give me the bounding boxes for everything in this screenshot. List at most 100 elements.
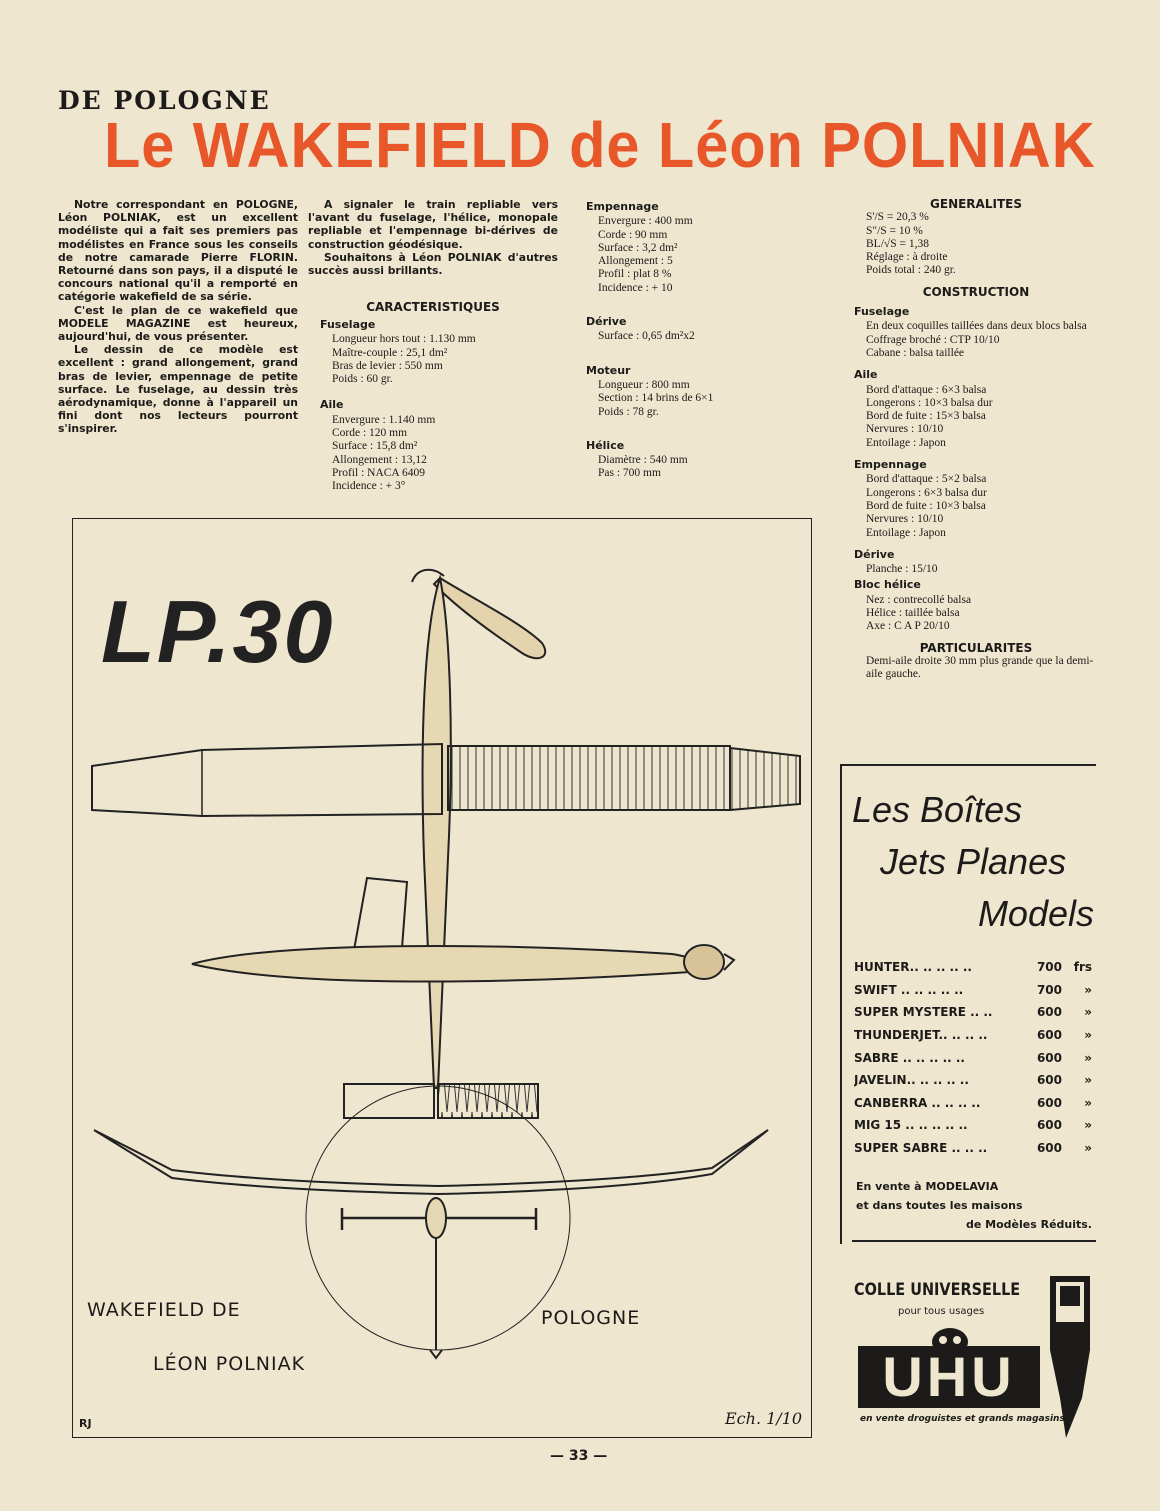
- ad-price-row: MIG 15 .. .. .. .. ..600»: [854, 1118, 1092, 1133]
- uhu-logo-graphic: [858, 1276, 1090, 1438]
- spec-line: Pas : 700 mm: [598, 467, 661, 480]
- spec-line: Nez : contrecollé balsa: [866, 593, 972, 606]
- model-plan-drawing: LP.30 WAKEFIELD DE LÉON POLNIAK POLOGNE …: [72, 518, 812, 1438]
- spec-line: Nervures : 10/10: [866, 513, 944, 526]
- headline: Le WAKEFIELD de Léon POLNIAK: [104, 109, 1096, 181]
- spec-line: Poids total : 240 gr.: [866, 264, 956, 277]
- spec-line: Section : 14 brins de 6×1: [598, 392, 714, 405]
- page-number: — 33 —: [550, 1448, 608, 1464]
- spec-line: Incidence : + 3°: [332, 480, 406, 493]
- spec-line: Envergure : 1.140 mm: [332, 413, 436, 426]
- spec-line: S"/S = 10 %: [866, 224, 923, 237]
- specs-column-b: Empennage Envergure : 400 mm Corde : 90 …: [586, 200, 826, 481]
- model-name: LP.30: [101, 582, 335, 681]
- propeller-disc: [305, 1085, 571, 1351]
- nose-block: [683, 944, 725, 980]
- spec-heading: Moteur: [586, 363, 631, 377]
- spec-line: Diamètre : 540 mm: [598, 454, 688, 467]
- uhu-headline: COLLE UNIVERSELLE: [854, 1280, 1021, 1300]
- propeller-blade: [432, 576, 547, 660]
- spec-line: Maître-couple : 25,1 dm²: [332, 346, 448, 359]
- spec-heading: Empennage: [854, 458, 927, 472]
- spec-line: Entoilage : Japon: [866, 436, 946, 449]
- uhu-footer: en vente droguistes et grands magasins: [860, 1414, 1065, 1424]
- ad-footer-line: de Modèles Réduits.: [965, 1218, 1092, 1232]
- spec-line: Cabane : balsa taillée: [866, 346, 965, 359]
- drawing-initials: RJ: [79, 1417, 92, 1430]
- ad-price-row: SABRE .. .. .. .. ..600»: [854, 1050, 1092, 1065]
- intro-column-1: Notre correspondant en POLOGNE, Léon POL…: [58, 198, 298, 436]
- spec-line: S'/S = 20,3 %: [866, 211, 929, 224]
- intro-paragraph: Notre correspondant en POLOGNE, Léon POL…: [58, 198, 298, 304]
- stabilizer-left: [343, 1083, 435, 1119]
- spec-line: BL/√S = 1,38: [866, 237, 929, 250]
- wing-left-plan: [91, 742, 443, 818]
- spec-heading: Aile: [320, 398, 344, 412]
- spec-heading: Fuselage: [320, 318, 376, 331]
- spec-line: Axe : C A P 20/10: [866, 620, 950, 633]
- spec-heading: Aile: [854, 368, 878, 382]
- uhu-ad: COLLE UNIVERSELLE pour tous usages UHU e…: [850, 1270, 1100, 1440]
- spec-line: Entoilage : Japon: [866, 526, 946, 539]
- spec-line: Planche : 15/10: [866, 563, 938, 576]
- spec-line: Longueur hors tout : 1.130 mm: [332, 333, 476, 346]
- specs-column-a: Fuselage Longueur hors tout : 1.130 mm M…: [320, 318, 560, 494]
- construction-title: CONSTRUCTION: [922, 284, 1030, 299]
- particularites-text: Demi-aile droite 30 mm plus grande que l…: [866, 654, 1094, 681]
- stabilizer-right-geodetic: [437, 1083, 539, 1119]
- drawing-scale: Ech. 1/10: [725, 1409, 803, 1428]
- ad-title-line: Les Boîtes: [852, 789, 1023, 830]
- caracteristiques-title: CARACTERISTIQUES: [366, 300, 500, 315]
- spec-heading: Empennage: [586, 200, 659, 213]
- drawing-label-left-2: LÉON POLNIAK: [153, 1353, 306, 1375]
- spec-line: Surface : 0,65 dm²x2: [598, 330, 695, 343]
- ad-price-row: SUPER MYSTERE .. ..600»: [854, 1005, 1092, 1020]
- spec-line: Profil : NACA 6409: [332, 466, 425, 479]
- spec-line: Longueur : 800 mm: [598, 378, 690, 391]
- intro-column-2: A signaler le train repliable vers l'ava…: [308, 198, 558, 314]
- spec-line: Hélice : taillée balsa: [866, 607, 960, 620]
- spec-line: Surface : 3,2 dm²: [598, 241, 678, 254]
- spec-line: Poids : 60 gr.: [332, 373, 393, 386]
- jetplanes-ad: Les Boîtes Jets Planes Models HUNTER.. .…: [840, 764, 1096, 1244]
- spec-line: Corde : 120 mm: [332, 427, 408, 440]
- spec-line: Bord d'attaque : 5×2 balsa: [866, 473, 987, 486]
- spec-line: Surface : 15,8 dm²: [332, 440, 418, 453]
- spec-line: Envergure : 400 mm: [598, 215, 693, 228]
- ad-price-row: CANBERRA .. .. .. ..600»: [854, 1095, 1092, 1110]
- generalites-title: GENERALITES: [930, 197, 1022, 211]
- ad-footer-line: En vente à MODELAVIA: [856, 1180, 999, 1194]
- spec-heading: Hélice: [586, 438, 625, 452]
- ad-footer-line: et dans toutes les maisons: [856, 1199, 1023, 1213]
- spec-line: Bord de fuite : 10×3 balsa: [866, 499, 986, 512]
- drawing-label-left-1: WAKEFIELD DE: [87, 1299, 241, 1321]
- uhu-subline: pour tous usages: [898, 1306, 985, 1317]
- spec-line: En deux coquilles taillées dans deux blo…: [866, 320, 1087, 333]
- ad-price-row: THUNDERJET.. .. .. ..600»: [854, 1028, 1092, 1043]
- spec-line: Profil : plat 8 %: [598, 268, 672, 281]
- ad-divider: [852, 1240, 1096, 1242]
- wing-front-view: [93, 1129, 769, 1196]
- ad-price-row: SWIFT .. .. .. .. ..700»: [854, 982, 1092, 997]
- owl-icon: [932, 1328, 968, 1356]
- intro-paragraph: C'est le plan de ce wakefield que MODELE…: [58, 303, 298, 344]
- spec-line: Réglage : à droite: [866, 251, 948, 264]
- aircraft-plan-svg: [91, 568, 801, 1360]
- spec-line: Poids : 78 gr.: [598, 405, 659, 418]
- spec-heading: Dérive: [854, 547, 895, 561]
- spec-heading: Fuselage: [854, 305, 910, 319]
- uhu-brand: UHU: [882, 1345, 1016, 1408]
- fin: [352, 876, 409, 952]
- spec-line: Nervures : 10/10: [866, 423, 944, 436]
- ad-price-row: SUPER SABRE .. .. ..600»: [854, 1141, 1092, 1156]
- spec-heading: Dérive: [586, 315, 627, 329]
- spec-line: Bord d'attaque : 6×3 balsa: [866, 383, 987, 396]
- spec-line: Bras de levier : 550 mm: [332, 359, 443, 372]
- spec-line: Incidence : + 10: [598, 281, 673, 294]
- spec-line: Allongement : 13,12: [332, 453, 427, 466]
- ad-title-line: Models: [977, 893, 1094, 934]
- wing-right-ribs: [447, 745, 731, 811]
- spec-line: Longerons : 6×3 balsa dur: [866, 486, 987, 499]
